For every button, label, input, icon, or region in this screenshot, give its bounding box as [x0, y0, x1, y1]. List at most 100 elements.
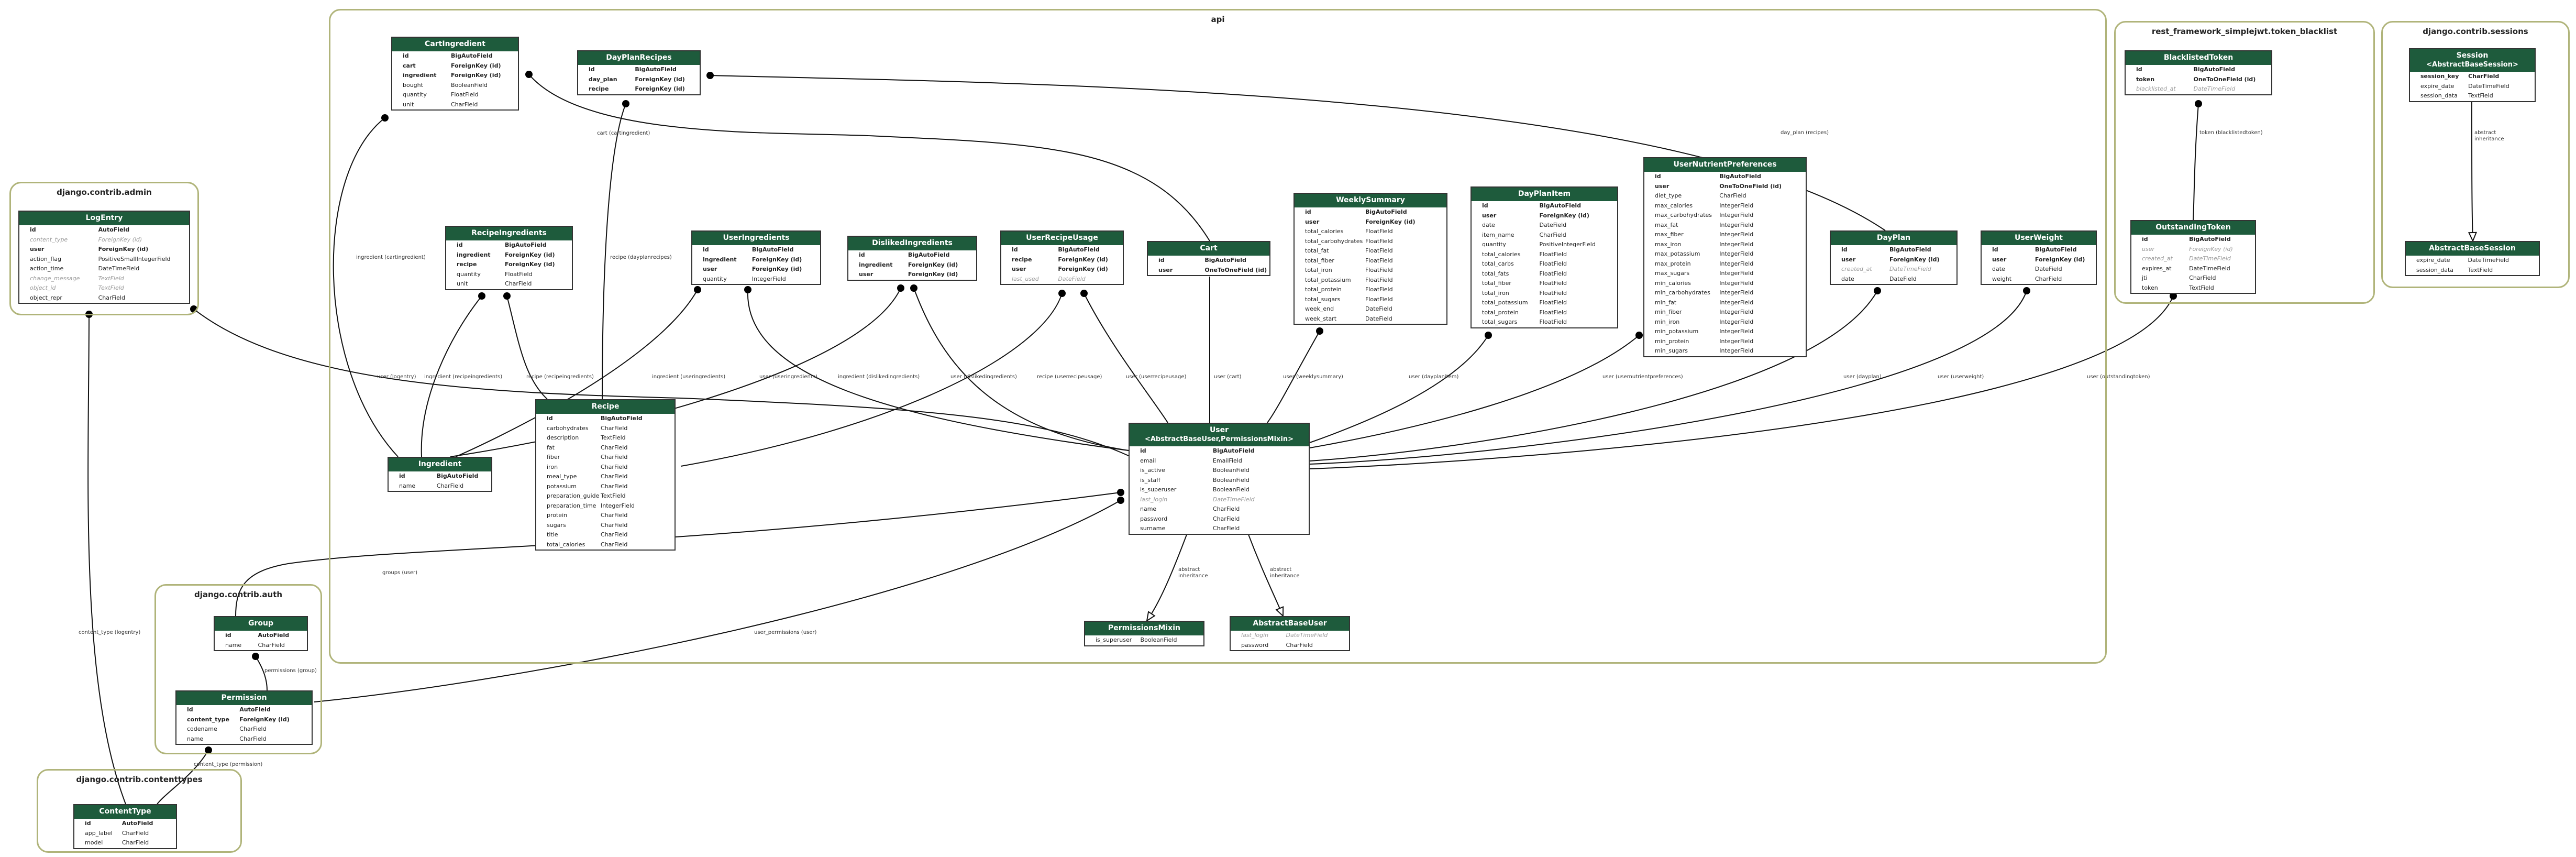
field-name: last_login: [1140, 496, 1168, 503]
field-name: object_id: [30, 284, 56, 291]
field-type: OneToOneField (id): [1204, 266, 1267, 273]
field-name: id: [1482, 202, 1488, 209]
model-name: WeeklySummary: [1336, 196, 1405, 204]
field-type: FloatField: [1539, 270, 1567, 277]
field-type: ForeignKey (id): [1058, 256, 1108, 263]
cluster-admin: django.contrib.admin: [9, 182, 199, 315]
model-name: Group: [248, 619, 273, 628]
field-name: is_active: [1140, 467, 1165, 474]
model-name: Recipe: [591, 402, 620, 411]
field-name: total_calories: [547, 541, 585, 548]
field-name: max_potassium: [1655, 250, 1700, 257]
model-name: DayPlanItem: [1518, 190, 1571, 198]
field-type: FloatField: [451, 91, 479, 98]
field-type: FloatField: [1539, 250, 1567, 258]
field-type: BigAutoField: [1212, 447, 1255, 454]
field-name: week_end: [1305, 305, 1334, 312]
field-name: title: [547, 531, 558, 538]
field-type: FloatField: [1365, 237, 1393, 245]
field-name: password: [1140, 515, 1168, 522]
field-name: quantity: [457, 270, 481, 278]
field-type: OneToOneField (id): [2193, 75, 2256, 83]
field-name: id: [1655, 173, 1661, 180]
field-name: total_fat: [1305, 247, 1329, 254]
edge-permissions_group: [255, 656, 268, 691]
field-type: DateField: [2035, 266, 2062, 272]
field-name: meal_type: [547, 473, 577, 480]
field-type: DateTimeField: [1889, 266, 1931, 272]
edge-label: ingredient (dislikedingredients): [838, 374, 920, 380]
field-type: CharField: [601, 463, 628, 470]
field-row: token OneToOneField (id): [2126, 75, 2271, 85]
edge-ingredient_cartingredient: [333, 117, 399, 457]
field-name: quantity: [1482, 241, 1506, 248]
field-name: name: [187, 735, 204, 742]
field-name: expire_date: [2416, 257, 2450, 263]
field-name: id: [187, 706, 193, 713]
field-type: IntegerField: [1719, 260, 1754, 267]
field-name: content_type: [187, 716, 229, 723]
field-type: CharField: [601, 512, 628, 519]
field-name: action_time: [30, 265, 64, 272]
field-type: IntegerField: [1719, 289, 1754, 296]
field-name: user: [1012, 266, 1026, 272]
inheritance-arrowhead: [1275, 606, 1284, 618]
field-name: name: [225, 641, 242, 649]
edge-endpoint-dot: [1485, 332, 1492, 339]
field-name: max_iron: [1655, 240, 1682, 248]
field-name: name: [399, 482, 416, 489]
field-name: total_carbs: [1482, 260, 1514, 267]
edge-user_dislikedingredients: [913, 288, 1129, 451]
edge-user_dayplan: [1309, 290, 1878, 462]
edge-ingredient_dislikedingredients: [450, 288, 901, 457]
field-name: expire_date: [2420, 82, 2455, 90]
field-type: ForeignKey (id): [505, 251, 555, 258]
field-name: is_staff: [1140, 476, 1160, 484]
field-name: id: [703, 246, 709, 253]
field-name: token: [2136, 75, 2155, 83]
field-type: CharField: [601, 444, 628, 451]
field-type: CharField: [121, 829, 149, 837]
field-name: is_superuser: [1140, 486, 1177, 493]
model-name: PermissionsMixin: [1108, 624, 1180, 632]
edge-recipe_userrecipeusage: [680, 293, 1063, 467]
model-title: User<AbstractBaseUser,PermissionsMixin>: [1130, 424, 1309, 446]
field-type: BigAutoField: [505, 241, 547, 248]
field-name: total_fiber: [1482, 280, 1511, 287]
field-type: DateField: [1365, 305, 1392, 312]
field-type: BigAutoField: [1365, 208, 1407, 215]
model-name: AbstractBaseSession: [2429, 244, 2516, 252]
inheritance-arrowhead: [2468, 232, 2478, 243]
model-title: UserIngredients: [692, 232, 820, 245]
field-type: BigAutoField: [1719, 173, 1761, 180]
field-row: max_potassium IntegerField: [1644, 249, 1806, 259]
field-name: id: [2136, 66, 2142, 73]
field-type: IntegerField: [1719, 250, 1754, 257]
